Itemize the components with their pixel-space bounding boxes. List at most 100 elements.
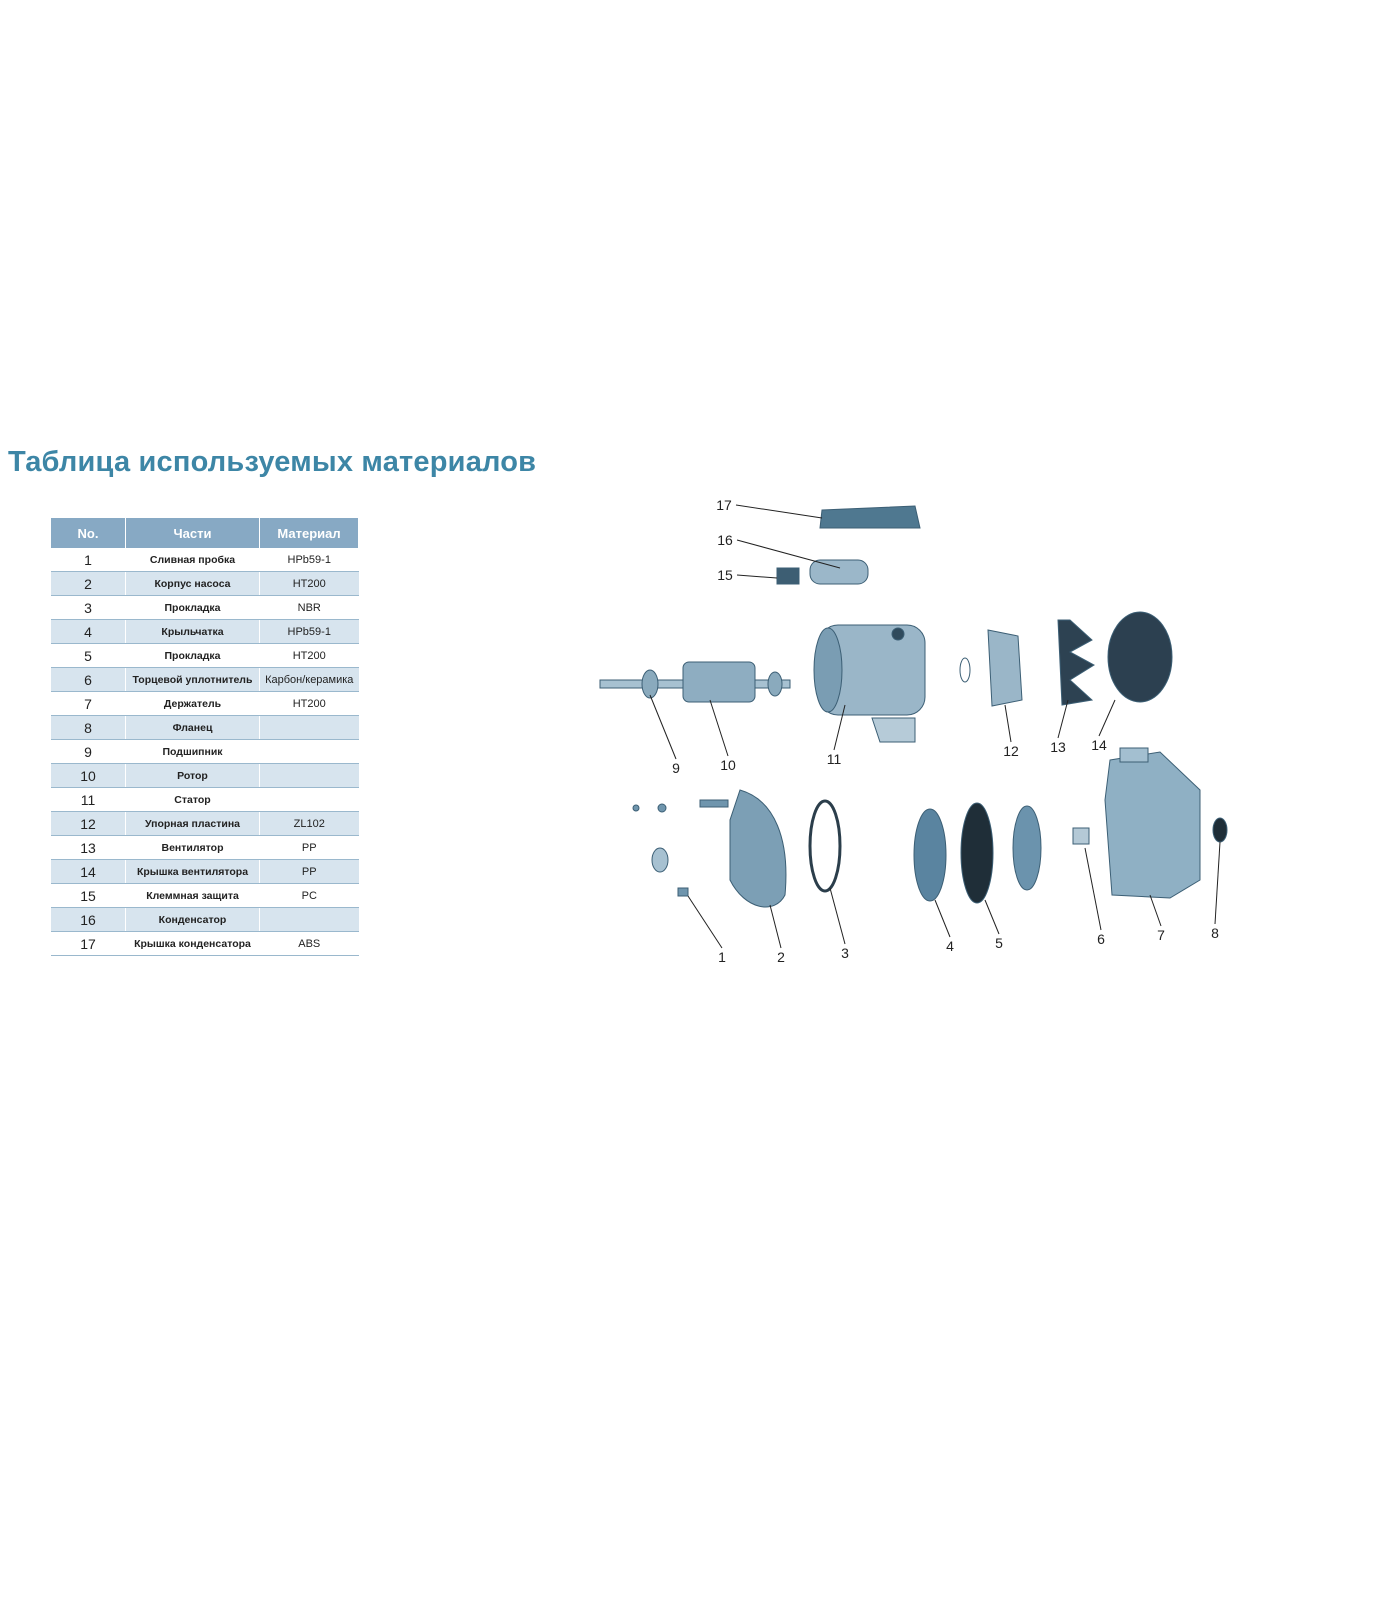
capacitor-cover	[819, 505, 921, 529]
cell-material: HPb59-1	[259, 548, 359, 572]
drain-plug	[677, 887, 689, 897]
cell-part: Корпус насоса	[125, 571, 260, 596]
part-callout-5: 5	[995, 935, 1003, 951]
cell-material: NBR	[259, 595, 359, 620]
cell-no: 5	[51, 643, 126, 668]
leader-line	[769, 904, 782, 949]
cell-material	[259, 739, 359, 764]
cell-no: 16	[51, 907, 126, 932]
cell-material: HPb59-1	[259, 619, 359, 644]
leader-line	[1004, 704, 1012, 743]
bearing	[641, 669, 659, 699]
leader-line	[687, 895, 723, 949]
part-callout-14: 14	[1091, 737, 1107, 753]
cell-no: 7	[51, 691, 126, 716]
fan-cover	[1107, 611, 1173, 703]
cell-material	[259, 907, 359, 932]
cell-part: Держатель	[125, 691, 260, 716]
mechanical-seal-disc	[1012, 805, 1042, 891]
cell-no: 1	[51, 548, 126, 572]
cell-material: HT200	[259, 643, 359, 668]
leader-line	[735, 504, 823, 519]
part-callout-15: 15	[717, 567, 733, 583]
terminal-guard	[776, 567, 800, 585]
cell-material: ZL102	[259, 811, 359, 836]
cell-no: 3	[51, 595, 126, 620]
part-callout-1: 1	[718, 949, 726, 965]
holder	[1104, 751, 1201, 899]
leader-line	[1057, 699, 1069, 739]
part-callout-13: 13	[1050, 739, 1066, 755]
pump-body	[729, 789, 787, 908]
cell-part: Статор	[125, 787, 260, 812]
leader-line	[1214, 841, 1221, 925]
part-callout-17: 17	[716, 497, 732, 513]
cell-material	[259, 763, 359, 788]
leader-line	[649, 694, 677, 760]
cell-part: Упорная пластина	[125, 811, 260, 836]
leader-line	[736, 574, 778, 579]
header-no: No.	[51, 518, 126, 548]
cell-part: Сливная пробка	[125, 548, 260, 572]
cell-part: Крыльчатка	[125, 619, 260, 644]
flange	[1212, 817, 1228, 843]
cell-part: Торцевой уплотнитель	[125, 667, 260, 692]
cell-part: Вентилятор	[125, 835, 260, 860]
cell-no: 13	[51, 835, 126, 860]
cell-part: Конденсатор	[125, 907, 260, 932]
part-callout-4: 4	[946, 938, 954, 954]
cell-part: Клеммная защита	[125, 883, 260, 908]
cell-part: Ротор	[125, 763, 260, 788]
part-callout-9: 9	[672, 760, 680, 776]
cell-no: 9	[51, 739, 126, 764]
cell-no: 10	[51, 763, 126, 788]
cell-part: Прокладка	[125, 595, 260, 620]
leader-line	[829, 887, 846, 945]
part-callout-7: 7	[1157, 927, 1165, 943]
cell-material	[259, 715, 359, 740]
page-title: Таблица используемых материалов	[8, 446, 537, 478]
leader-line	[736, 539, 841, 569]
cell-part: Прокладка	[125, 643, 260, 668]
leader-line	[1084, 847, 1102, 931]
table-header: No. Части Материал	[51, 518, 359, 548]
cell-no: 15	[51, 883, 126, 908]
part-callout-11: 11	[827, 751, 842, 767]
cell-no: 4	[51, 619, 126, 644]
cell-no: 2	[51, 571, 126, 596]
part-callout-3: 3	[841, 945, 849, 961]
cell-material: PP	[259, 859, 359, 884]
part-callout-12: 12	[1003, 743, 1019, 759]
leader-line	[1098, 699, 1116, 737]
leader-line	[1149, 894, 1162, 927]
leader-line	[833, 704, 846, 751]
impeller	[913, 808, 947, 902]
cell-no: 17	[51, 931, 126, 956]
header-part: Части	[125, 518, 260, 548]
cell-material: PC	[259, 883, 359, 908]
cell-part: Фланец	[125, 715, 260, 740]
header-material: Материал	[259, 518, 359, 548]
cell-no: 8	[51, 715, 126, 740]
part-callout-6: 6	[1097, 931, 1105, 947]
capacitor	[809, 559, 869, 585]
cell-no: 12	[51, 811, 126, 836]
cell-no: 14	[51, 859, 126, 884]
leader-line	[934, 899, 951, 938]
gasket-2	[960, 802, 994, 904]
